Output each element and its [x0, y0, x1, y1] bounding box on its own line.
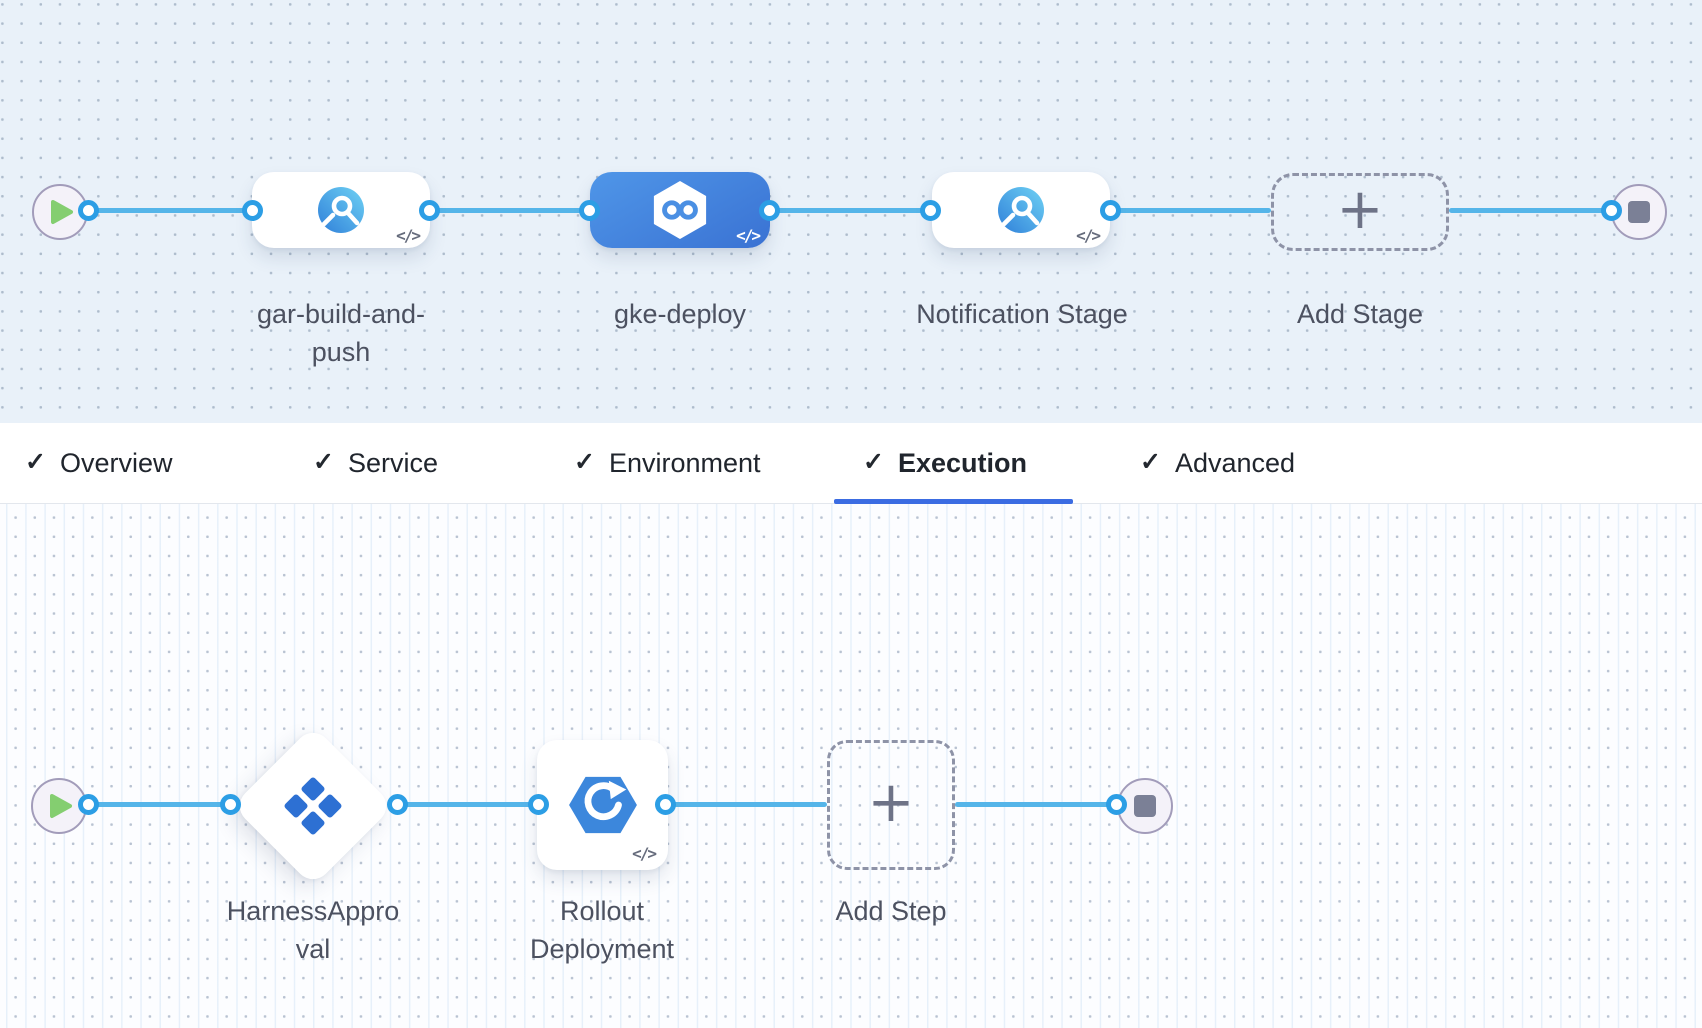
stage-graph-canvas[interactable]: </> </> </> +	[0, 0, 1702, 423]
connector-point[interactable]	[1100, 200, 1121, 221]
custom-stage-icon	[318, 187, 364, 233]
tab-service[interactable]: ✓ Service	[313, 447, 438, 478]
edge	[955, 802, 1116, 807]
stop-icon	[1628, 201, 1650, 223]
check-icon: ✓	[313, 448, 334, 476]
add-stage-label: Add Stage	[1296, 299, 1424, 329]
stage-label: Notification Stage	[916, 299, 1128, 329]
tab-execution[interactable]: ✓ Execution	[863, 447, 1027, 478]
edge	[430, 208, 590, 213]
check-icon: ✓	[1140, 448, 1161, 476]
execution-graph-canvas[interactable]: </> + HarnessApproval Rollout Deployment…	[0, 504, 1702, 1028]
yaml-code-badge[interactable]: </>	[632, 844, 657, 863]
plus-icon: +	[1336, 177, 1384, 242]
edge	[770, 208, 932, 213]
stop-icon	[1134, 795, 1156, 817]
connector-point[interactable]	[78, 200, 99, 221]
check-icon: ✓	[574, 448, 595, 476]
connector-point[interactable]	[655, 794, 676, 815]
play-icon	[51, 200, 73, 224]
edge	[1112, 208, 1271, 213]
tab-advanced[interactable]: ✓ Advanced	[1140, 447, 1296, 478]
stage-node-gke-deploy[interactable]: </>	[590, 172, 770, 248]
tab-overview[interactable]: ✓ Overview	[25, 447, 173, 478]
add-step-button[interactable]: +	[827, 740, 955, 870]
stage-label: gke-deploy	[613, 299, 747, 329]
custom-stage-icon	[998, 187, 1044, 233]
active-tab-underline	[834, 499, 1073, 504]
play-icon	[50, 794, 72, 818]
connector-point[interactable]	[920, 200, 941, 221]
connector-point[interactable]	[1106, 794, 1127, 815]
connector-point[interactable]	[78, 794, 99, 815]
stage-node-notification-stage[interactable]: </>	[932, 172, 1110, 248]
connector-point[interactable]	[579, 200, 600, 221]
add-step-label: Add Step	[835, 896, 947, 926]
connector-point[interactable]	[1601, 200, 1622, 221]
yaml-code-badge[interactable]: </>	[396, 226, 421, 245]
yaml-code-badge[interactable]: </>	[1076, 226, 1101, 245]
check-icon: ✓	[863, 448, 884, 476]
connector-point[interactable]	[387, 794, 408, 815]
connector-point[interactable]	[528, 794, 549, 815]
approval-step-icon	[283, 776, 343, 836]
check-icon: ✓	[25, 448, 46, 476]
edge	[1449, 208, 1611, 213]
edge	[397, 802, 538, 807]
step-label: Rollout Deployment	[529, 896, 675, 964]
tab-environment[interactable]: ✓ Environment	[574, 447, 761, 478]
step-label: HarnessApproval	[226, 896, 400, 964]
stage-config-tabbar: ✓ Overview ✓ Service ✓ Environment ✓ Exe…	[0, 423, 1702, 504]
connector-point[interactable]	[759, 200, 780, 221]
plus-icon: +	[867, 770, 915, 835]
connector-point[interactable]	[220, 794, 241, 815]
yaml-code-badge[interactable]: </>	[736, 226, 761, 245]
edge	[88, 802, 230, 807]
execution-end-node[interactable]	[1117, 778, 1173, 834]
rollout-deployment-icon	[568, 776, 637, 834]
connector-point[interactable]	[419, 200, 440, 221]
stage-label: gar-build-and-push	[256, 299, 426, 367]
add-stage-button[interactable]: +	[1271, 173, 1449, 251]
edge	[88, 208, 252, 213]
step-node-rollout-deployment[interactable]: </>	[537, 740, 668, 870]
connector-point[interactable]	[242, 200, 263, 221]
stage-node-gar-build-and-push[interactable]: </>	[252, 172, 430, 248]
deploy-stage-icon	[653, 181, 707, 239]
edge	[665, 802, 827, 807]
